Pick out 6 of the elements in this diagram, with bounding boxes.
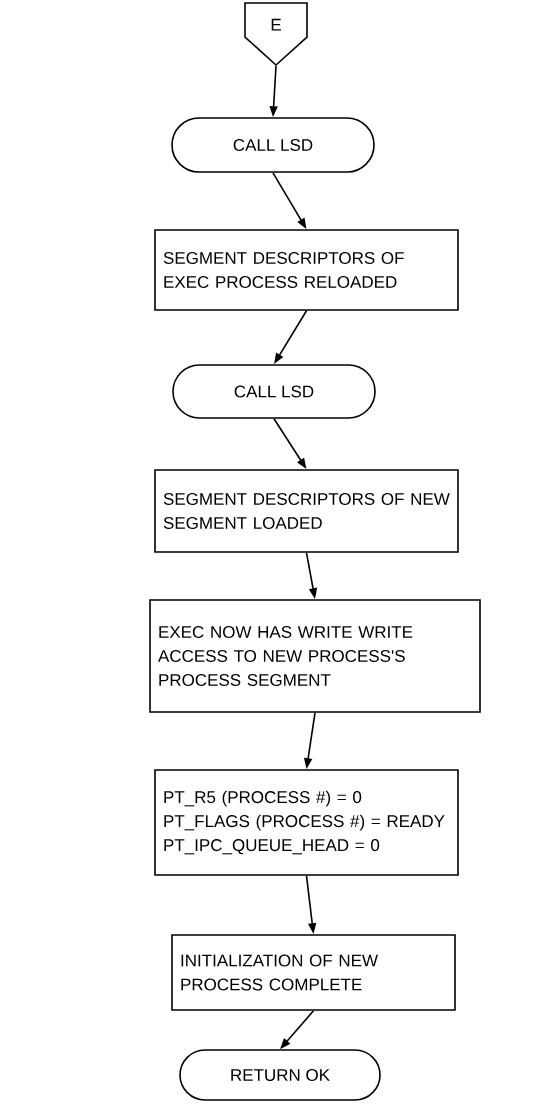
off-page-connector: E (244, 2, 308, 67)
process-box: SEGMENT DESCRIPTORS OF EXEC PROCESS RELOADED (154, 229, 459, 311)
process-box: PT_R5 (PROCESS #) = 0 PT_FLAGS (PROCESS #) = READY PT_IPC_QUEUE_HEAD = 0 (154, 769, 459, 876)
process-box: SEGMENT DESCRIPTORS OF NEW SEGMENT LOADED (154, 469, 459, 553)
process-box: EXEC NOW HAS WRITE WRITE ACCESS TO NEW PROCESS'S PROCESS SEGMENT (149, 599, 481, 713)
process-box: INITIALIZATION OF NEW PROCESS COMPLETE (171, 934, 456, 1011)
